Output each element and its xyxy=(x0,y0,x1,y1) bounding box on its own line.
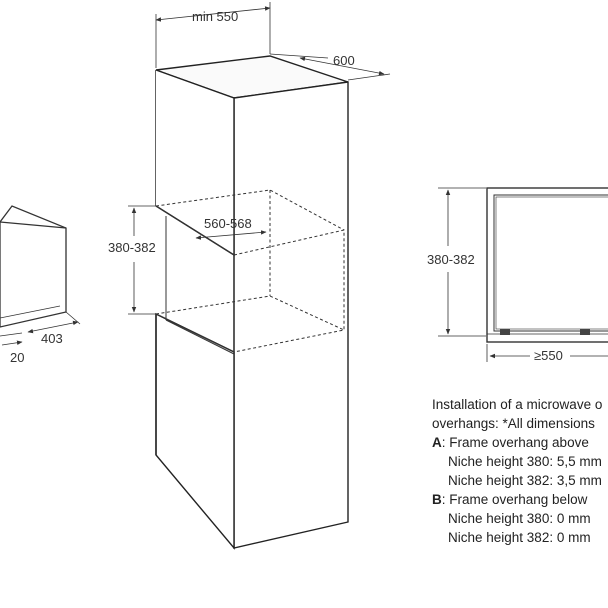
niche-height-label: 380-382 xyxy=(108,240,156,255)
front-niche-height-label: 380-382 xyxy=(427,252,475,267)
front-view-dimension-lines xyxy=(438,187,608,362)
note-b-text: : Frame overhang below xyxy=(441,492,588,507)
installation-notes: Installation of a microwave o overhangs:… xyxy=(432,395,608,547)
note-b-key: B xyxy=(432,492,442,507)
front-view-frame xyxy=(486,187,608,343)
note-b-382: Niche height 382: 0 mm xyxy=(448,530,591,545)
min-width-label: min 550 xyxy=(192,9,238,24)
appliance-depth-label: 403 xyxy=(41,331,63,346)
microwave-appliance xyxy=(0,205,67,328)
note-b-heading: B: Frame overhang below xyxy=(432,490,608,509)
notes-intro-line-2: overhangs: *All dimensions xyxy=(432,416,595,431)
note-a-382: Niche height 382: 3,5 mm xyxy=(448,473,602,488)
frame-offset-label: 20 xyxy=(10,350,24,365)
niche-width-label: 560-568 xyxy=(204,216,252,231)
note-a-text: : Frame overhang above xyxy=(441,435,589,450)
note-a-key: A xyxy=(432,435,442,450)
notes-intro-line-1: Installation of a microwave o xyxy=(432,397,603,412)
note-b-380: Niche height 380: 0 mm xyxy=(448,511,591,526)
tall-cabinet xyxy=(155,55,349,550)
front-width-label: ≥550 xyxy=(534,348,563,363)
note-a-380: Niche height 380: 5,5 mm xyxy=(448,454,602,469)
microwave-dimension-lines xyxy=(0,311,81,346)
cabinet-dimension-lines xyxy=(128,2,391,315)
depth-label: 600 xyxy=(333,53,355,68)
note-a-heading: A: Frame overhang above xyxy=(432,433,608,452)
cabinet-niche xyxy=(155,189,345,355)
